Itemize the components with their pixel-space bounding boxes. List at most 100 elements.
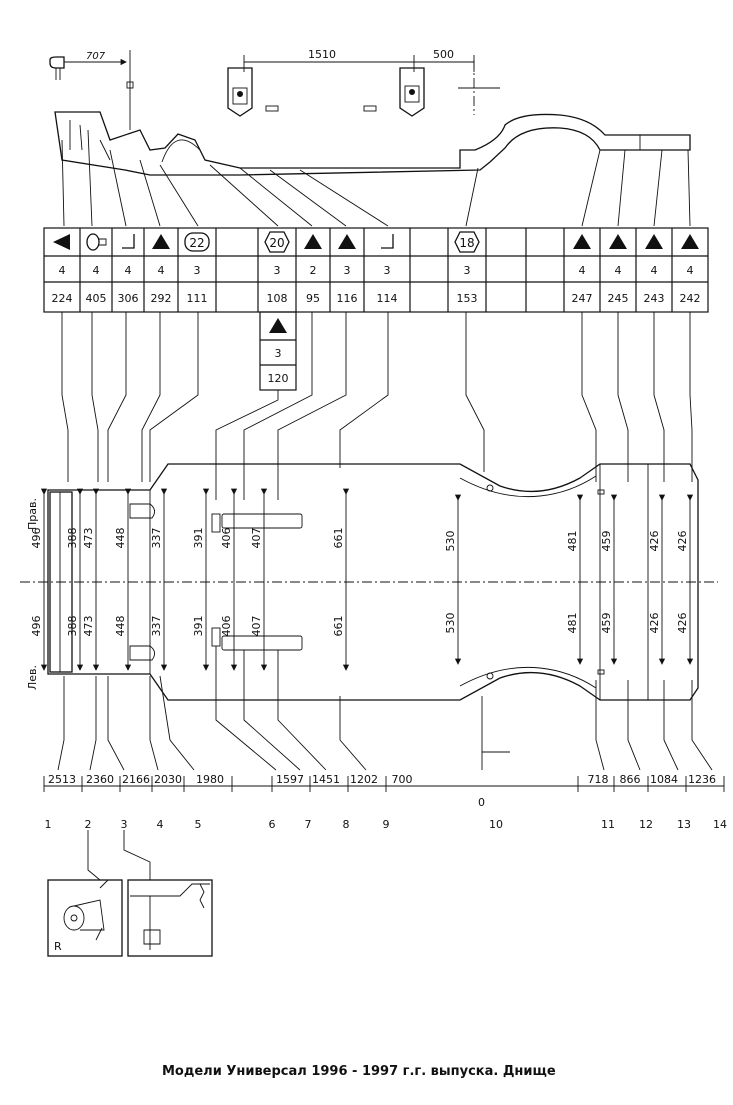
dimension-label: 661 bbox=[332, 616, 345, 637]
point-number: 13 bbox=[677, 818, 691, 831]
table-column: 3 114 bbox=[377, 234, 398, 305]
table-column: 22 3 111 bbox=[184, 232, 210, 305]
tri-left-icon bbox=[53, 234, 70, 250]
table-qty: 4 bbox=[125, 264, 132, 277]
dimension-label: 496 bbox=[30, 616, 43, 637]
circ-icon: 22 bbox=[184, 232, 210, 252]
table-code: 242 bbox=[680, 292, 701, 305]
plan-view bbox=[20, 463, 718, 701]
dimension-label: 406 bbox=[220, 528, 233, 549]
bottom-dimension: 1980 bbox=[196, 773, 224, 786]
point-number: 10 bbox=[489, 818, 503, 831]
dimension-label: 530 bbox=[444, 531, 457, 552]
point-number: 1 bbox=[45, 818, 52, 831]
dimension-pair: 426 426 bbox=[676, 494, 694, 665]
table-code: 111 bbox=[187, 292, 208, 305]
svg-text:18: 18 bbox=[459, 236, 474, 250]
dimension-label: 426 bbox=[676, 613, 689, 634]
dimension-pair: 481 481 bbox=[566, 494, 584, 665]
point-number: 7 bbox=[305, 818, 312, 831]
bottom-dimension: 2166 bbox=[122, 773, 150, 786]
table-qty: 4 bbox=[59, 264, 66, 277]
side-label-right: Прав. bbox=[26, 498, 39, 530]
dimension-label: 473 bbox=[82, 616, 95, 637]
hex-icon: 20 bbox=[264, 231, 290, 253]
bottom-dimension: 2030 bbox=[154, 773, 182, 786]
table-code: 116 bbox=[337, 292, 358, 305]
table-column: 4 306 bbox=[118, 234, 139, 305]
bottom-leaders bbox=[57, 646, 713, 771]
table-code: 95 bbox=[306, 292, 320, 305]
table-column: 4 224 bbox=[52, 234, 73, 305]
dimension-label: 481 bbox=[566, 613, 579, 634]
tri-icon bbox=[681, 234, 699, 249]
table-qty: 3 bbox=[194, 264, 201, 277]
table-qty: 3 bbox=[384, 264, 391, 277]
bottom-dimension: 1084 bbox=[650, 773, 678, 786]
tri-icon bbox=[152, 234, 170, 249]
dimension-label: 481 bbox=[566, 531, 579, 552]
detail-label: R bbox=[54, 940, 62, 953]
table-code: 114 bbox=[377, 292, 398, 305]
table-qty: 4 bbox=[93, 264, 100, 277]
table-column: 4 245 bbox=[608, 234, 629, 305]
vertical-dimensions: 4964963883884734734484483373373913914064… bbox=[30, 488, 694, 671]
point-number: 4 bbox=[157, 818, 164, 831]
dimension-label: 448 bbox=[114, 528, 127, 549]
table-code: 224 bbox=[52, 292, 73, 305]
detail-box-right bbox=[127, 879, 213, 957]
dimension-label: 459 bbox=[600, 531, 613, 552]
dim-500: 500 bbox=[433, 48, 454, 61]
table-qty: 4 bbox=[687, 264, 694, 277]
side-view: 707 1510 500 bbox=[49, 48, 691, 176]
dimension-label: 661 bbox=[332, 528, 345, 549]
point-number: 3 bbox=[121, 818, 128, 831]
bottom-dimension: 718 bbox=[588, 773, 609, 786]
tri-icon bbox=[645, 234, 663, 249]
table-code: 306 bbox=[118, 292, 139, 305]
dimension-label: 407 bbox=[250, 528, 263, 549]
table-column: 4 292 bbox=[151, 234, 172, 305]
detail-box-left: R bbox=[47, 879, 123, 957]
table-code: 245 bbox=[608, 292, 629, 305]
dimension-label: 406 bbox=[220, 616, 233, 637]
symbol-table: 4224440543064292223111203108295311631141… bbox=[43, 227, 709, 391]
dimension-pair: 661 661 bbox=[332, 488, 350, 671]
dimension-label: 337 bbox=[150, 616, 163, 637]
table-column: 2 95 bbox=[304, 234, 322, 305]
dimension-label: 459 bbox=[600, 613, 613, 634]
table-qty: 2 bbox=[310, 264, 317, 277]
dimension-label: 530 bbox=[444, 613, 457, 634]
table-qty: 3 bbox=[464, 264, 471, 277]
dimension-label: 391 bbox=[192, 528, 205, 549]
corner-icon bbox=[122, 234, 135, 249]
table-qty: 4 bbox=[158, 264, 165, 277]
bottom-dimension: 2513 bbox=[48, 773, 76, 786]
dimension-pair: 406 406 bbox=[220, 488, 238, 671]
table-qty: 3 bbox=[344, 264, 351, 277]
point-number: 5 bbox=[195, 818, 202, 831]
tri-icon bbox=[573, 234, 591, 249]
table-qty: 4 bbox=[615, 264, 622, 277]
point-number: 2 bbox=[85, 818, 92, 831]
dimension-label: 388 bbox=[66, 528, 79, 549]
bottom-dimension: 1597 bbox=[276, 773, 304, 786]
dimension-label: 426 bbox=[676, 531, 689, 552]
dimension-label: 426 bbox=[648, 531, 661, 552]
dimension-label: 337 bbox=[150, 528, 163, 549]
dimension-pair: 337 337 bbox=[150, 488, 168, 671]
table-code: 292 bbox=[151, 292, 172, 305]
bolt-icon bbox=[86, 233, 107, 251]
dimension-pair: 530 530 bbox=[444, 494, 462, 665]
